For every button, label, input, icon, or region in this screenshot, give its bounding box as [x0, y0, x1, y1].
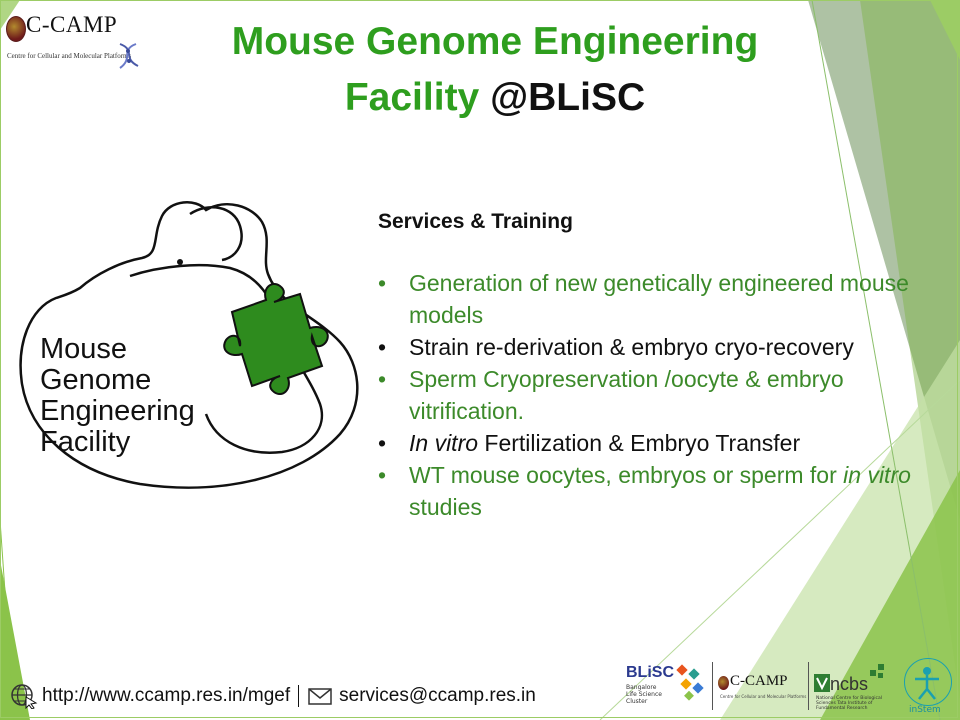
deco-right-lime [820, 470, 960, 720]
deco-left-top [0, 0, 20, 30]
blisc-logo-text: BLiSC [626, 664, 674, 681]
title-line-2-green: Facility [344, 76, 491, 119]
envelope-icon [308, 688, 332, 705]
footer: http://www.ccamp.res.in/mgef services@cc… [10, 680, 536, 712]
title-line-1: Mouse Genome Engineering [231, 20, 759, 63]
website-link[interactable]: http://www.ccamp.res.in/mgef [42, 685, 291, 706]
service-item-4: In vitro Fertilization & Embryo Transfer [378, 427, 948, 459]
service-item-5: WT mouse oocytes, embryos or sperm for i… [378, 459, 948, 523]
ccamp-logo: C-CAMP Centre for Cellular and Molecular… [6, 10, 146, 72]
email-link[interactable]: services@ccamp.res.in [339, 685, 536, 706]
mouse-eye [177, 259, 183, 265]
title-line-2: Facility @BLiSC [150, 70, 840, 126]
instem-logo [904, 658, 952, 706]
logo-divider-2 [808, 662, 809, 710]
services-heading: Services & Training [378, 210, 573, 233]
logo-divider-1 [712, 662, 713, 710]
facility-logo-line-1: Mouse [40, 333, 127, 365]
blisc-logo-subtitle: Bangalore Life Science Cluster [626, 684, 662, 705]
blisc-logo-icon [676, 664, 704, 701]
ccamp-logo-text: C-CAMP [26, 12, 118, 37]
globe-cursor-icon [11, 684, 38, 709]
title-line-2-dark: @BLiSC [490, 76, 646, 119]
service-item-1: Generation of new genetically engineered… [378, 267, 948, 331]
ncbs-logo-icon [814, 674, 830, 692]
services-list: Generation of new genetically engineered… [378, 267, 948, 523]
ccamp-small-globe-icon [718, 676, 729, 690]
ncbs-logo-text: ncbs [830, 674, 869, 694]
partner-logos: BLiSC Bangalore Life Science Cluster C-C… [620, 656, 954, 716]
service-item-2: Strain re-derivation & embryo cryo-recov… [378, 331, 948, 363]
deco-left-lime [0, 560, 30, 720]
ccamp-logo-subtitle: Centre for Cellular and Molecular Platfo… [7, 52, 132, 60]
ncbs-logo-subtitle: National Centre for Biological Sciences … [816, 696, 882, 711]
facility-logo-line-2: Genome [40, 364, 151, 396]
ncbs-squares-icon [870, 664, 884, 678]
slide-title: Mouse Genome Engineering Facility @BLiSC [150, 14, 840, 126]
mouse-ear [189, 206, 243, 262]
services-section: Services & Training Generation of new ge… [378, 210, 948, 523]
facility-mouse-logo: Mouse Genome Engineering Facility [19, 201, 359, 489]
service-item-3: Sperm Cryopreservation /oocyte & embryo … [378, 363, 948, 427]
footer-divider [298, 685, 300, 707]
deco-top-right [930, 0, 960, 60]
ccamp-small-logo-text: C-CAMP [730, 673, 788, 689]
puzzle-piece-icon [223, 282, 329, 396]
facility-logo-line-3: Engineering [40, 395, 195, 427]
ccamp-dna-icon [119, 43, 139, 69]
instem-logo-text: inStem [909, 705, 941, 715]
facility-logo-line-4: Facility [40, 426, 131, 458]
ccamp-globe-icon [6, 16, 26, 42]
deco-line-3 [0, 519, 15, 720]
instem-figure-icon [915, 667, 939, 700]
ccamp-small-logo-subtitle: Centre for Cellular and Molecular Platfo… [720, 694, 807, 699]
